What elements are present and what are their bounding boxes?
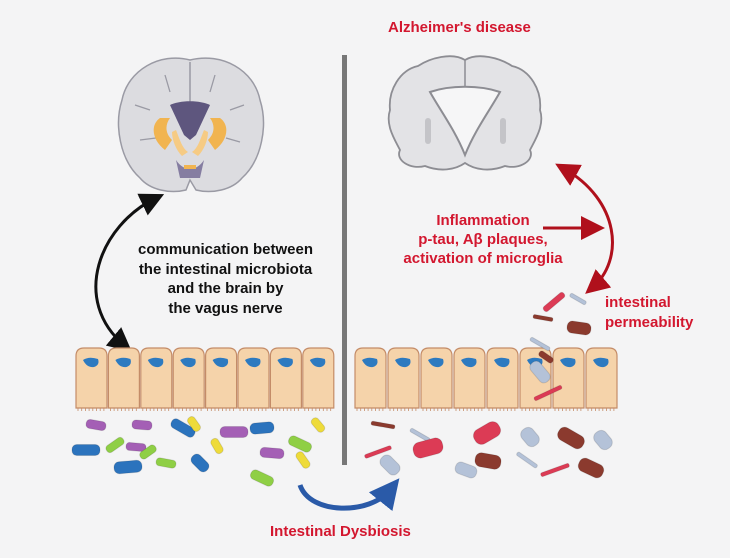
cell-nucleus <box>115 357 131 368</box>
dysbiotic-bacterium <box>529 336 551 352</box>
dysbiotic-bacterium <box>532 314 554 322</box>
vagus-nerve-arrow <box>94 193 165 352</box>
epithelial-cell <box>486 347 519 409</box>
healthy-bacterium <box>85 418 107 432</box>
dysbiotic-bacterium <box>516 451 538 469</box>
cell-nucleus <box>494 357 510 368</box>
healthy-bacterium <box>259 446 285 460</box>
epithelial-cell <box>387 347 420 409</box>
epithelial-cell <box>237 347 270 409</box>
cell-nucleus <box>395 357 411 368</box>
healthy-bacterium <box>249 421 275 435</box>
intestinal-dysbiosis-label: Intestinal Dysbiosis <box>270 523 411 540</box>
epithelial-cell <box>140 347 173 409</box>
cell-nucleus <box>593 357 609 368</box>
healthy-bacterium <box>131 419 153 431</box>
healthy-epithelium <box>75 347 335 411</box>
cell-nucleus <box>461 357 477 368</box>
dysbiotic-bacterium <box>454 461 478 479</box>
healthy-bacterium <box>155 457 177 469</box>
healthy-bacterium <box>287 435 313 453</box>
healthy-brain-illustration <box>117 57 265 193</box>
dysbiotic-bacterium <box>529 360 551 384</box>
center-divider <box>342 55 347 465</box>
healthy-bacterium <box>113 459 143 475</box>
vagus-communication-text: communication between the intestinal mic… <box>118 240 333 318</box>
text-line: intestinal <box>605 294 671 311</box>
dysbiotic-bacterium <box>577 457 605 479</box>
healthy-bacterium <box>249 469 275 487</box>
epithelial-cell <box>453 347 486 409</box>
text-line: Inflammation <box>436 212 530 229</box>
dysbiotic-bacterium <box>520 426 540 448</box>
healthy-bacterium <box>310 417 326 433</box>
dysbiotic-bacterium <box>474 452 502 470</box>
cell-nucleus <box>180 357 196 368</box>
epithelial-cell <box>354 347 387 409</box>
cell-nucleus <box>277 357 293 368</box>
inflammation-text: Inflammation p-tau, Aβ plaques, activati… <box>398 212 568 268</box>
healthy-bacterium <box>105 436 125 454</box>
leaky-epithelium <box>354 347 618 411</box>
dysbiotic-microbiota <box>364 291 613 479</box>
intestinal-permeability-text: intestinal permeability <box>605 293 693 332</box>
epithelial-cell <box>302 347 335 409</box>
dysbiotic-bacterium <box>533 384 563 402</box>
dysbiotic-bacterium <box>593 429 613 451</box>
healthy-bacterium <box>187 416 201 432</box>
dysbiotic-bacterium <box>472 421 502 445</box>
epithelial-cell <box>205 347 238 409</box>
healthy-bacterium <box>190 453 210 473</box>
healthy-microbiota <box>71 416 326 487</box>
cell-nucleus <box>560 357 576 368</box>
healthy-bacterium <box>71 444 101 456</box>
dysbiotic-bacterium <box>542 291 566 313</box>
cell-nucleus <box>362 357 378 368</box>
text-line: communication between <box>137 241 314 258</box>
cell-nucleus <box>212 357 229 368</box>
epithelial-cell <box>75 347 108 409</box>
cell-nucleus <box>245 357 261 368</box>
dysbiotic-bacterium <box>364 445 392 459</box>
text-line: the intestinal microbiota <box>138 260 313 278</box>
epithelial-cell <box>172 347 205 409</box>
dysbiotic-bacterium <box>370 420 396 430</box>
epithelial-cell <box>420 347 453 409</box>
dysbiotic-bacterium <box>538 350 554 364</box>
cell-nucleus <box>83 357 99 368</box>
healthy-bacterium <box>295 451 311 469</box>
text-line: permeability <box>605 313 694 331</box>
text-line: p-tau, Aβ plaques, <box>418 230 548 248</box>
healthy-bacterium <box>170 418 196 438</box>
cell-nucleus <box>147 357 164 368</box>
dysbiotic-bacterium <box>540 462 570 478</box>
dysbiotic-bacterium <box>557 426 585 450</box>
healthy-bacterium <box>139 444 157 460</box>
cell-nucleus <box>309 357 326 368</box>
alzheimers-disease-title: Alzheimer's disease <box>388 19 531 36</box>
dysbiotic-bacterium <box>379 454 401 476</box>
alzheimers-brain-illustration <box>387 55 543 171</box>
healthy-bacterium <box>125 441 147 453</box>
dysbiotic-bacterium <box>412 437 444 459</box>
dysbiosis-transition-arrow <box>297 478 400 512</box>
epithelial-cell <box>269 347 302 409</box>
dysbiotic-bacterium <box>566 320 592 336</box>
text-line: and the brain by <box>167 280 284 297</box>
healthy-bacterium <box>219 426 249 438</box>
cell-nucleus <box>428 357 444 368</box>
epithelial-cell <box>107 347 140 409</box>
dysbiotic-bacterium <box>569 292 587 306</box>
epithelial-cell <box>552 347 585 409</box>
gut-brain-ad-arrow <box>555 163 614 294</box>
healthy-bacterium <box>210 437 224 455</box>
text-line: the vagus nerve <box>168 299 283 317</box>
text-line: activation of microglia <box>403 249 563 267</box>
epithelial-cell <box>585 347 618 409</box>
